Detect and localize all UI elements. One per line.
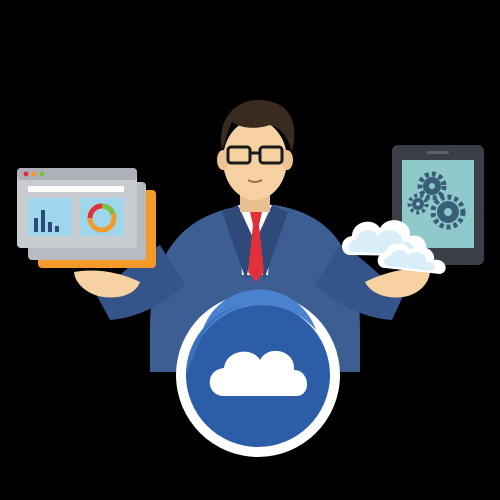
right-lapel xyxy=(256,205,288,280)
right-hand xyxy=(365,268,430,298)
cloud-icon xyxy=(176,289,340,457)
left-ear xyxy=(217,150,229,170)
mouth xyxy=(247,179,263,183)
left-lapel xyxy=(222,205,254,280)
glasses-icon xyxy=(226,145,284,165)
left-hand xyxy=(74,270,140,298)
tablet-gears-icon xyxy=(392,145,484,265)
left-arm xyxy=(95,245,185,320)
small-cloud-icon xyxy=(342,220,446,274)
right-arm xyxy=(315,245,405,320)
hair xyxy=(221,99,295,152)
right-ear xyxy=(281,150,293,170)
tie xyxy=(248,212,264,282)
browser-dashboard-icon xyxy=(17,168,156,268)
head xyxy=(223,120,287,200)
